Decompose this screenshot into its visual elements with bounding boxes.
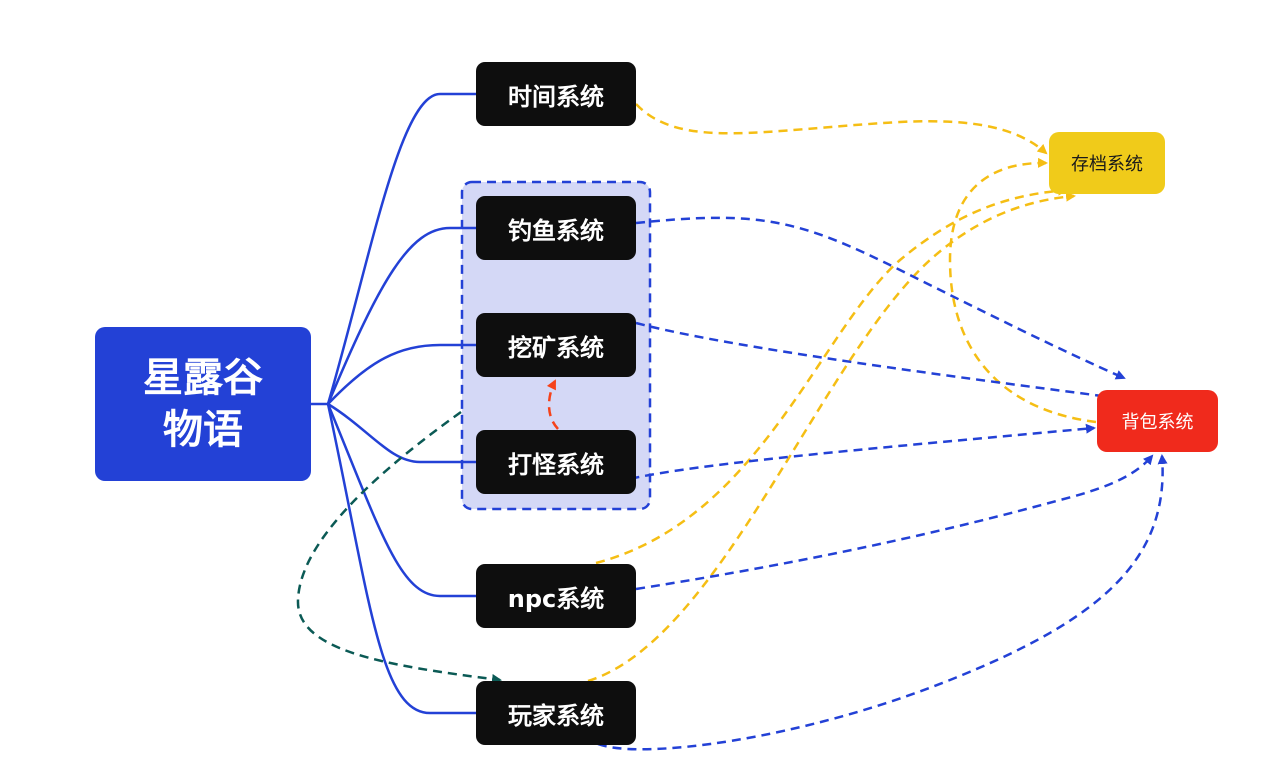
edge-combat-to-mining <box>546 379 559 430</box>
tree-link-mining <box>327 343 476 405</box>
edge-combat-to-inventory <box>587 423 1096 495</box>
tree-link-combat <box>327 402 476 464</box>
node-mining-system[interactable]: 挖矿系统 <box>476 313 636 377</box>
edge-time-to-save <box>635 103 1048 155</box>
edge-npc-to-inventory <box>635 454 1154 591</box>
edge-group-to-player <box>296 410 502 684</box>
node-combat-system[interactable]: 打怪系统 <box>476 430 636 494</box>
edge-fishing-to-inventory <box>635 216 1126 380</box>
edge-inventory-to-save <box>948 157 1097 424</box>
root-node[interactable]: 星露谷 物语 <box>95 327 311 481</box>
tree-link-npc <box>326 403 476 598</box>
node-player-system[interactable]: 玩家系统 <box>476 681 636 745</box>
node-label: 玩家系统 <box>508 701 604 730</box>
edge-player-to-inventory <box>597 454 1168 751</box>
node-label: 钓鱼系统 <box>508 216 604 245</box>
edge-npc-to-save <box>595 185 1068 565</box>
node-label: 时间系统 <box>508 82 604 111</box>
root-title-line2: 物语 <box>163 407 243 453</box>
node-label: npc系统 <box>507 584 605 613</box>
node-label: 打怪系统 <box>508 450 604 479</box>
node-label: 挖矿系统 <box>508 333 604 362</box>
edge-player-to-save <box>587 191 1076 683</box>
node-fishing-system[interactable]: 钓鱼系统 <box>476 196 636 260</box>
node-inventory-system[interactable]: 背包系统 <box>1097 390 1218 452</box>
node-save-system[interactable]: 存档系统 <box>1049 132 1165 194</box>
node-label: 背包系统 <box>1121 412 1194 433</box>
tree-link-player <box>326 403 476 715</box>
tree-link-time <box>326 92 476 405</box>
edge-mining-to-inventory <box>635 321 1112 401</box>
node-label: 存档系统 <box>1071 154 1143 175</box>
node-npc-system[interactable]: npc系统 <box>476 564 636 628</box>
node-time-system[interactable]: 时间系统 <box>476 62 636 126</box>
tree-link-fishing <box>326 226 476 405</box>
root-title-line1: 星露谷 <box>143 355 263 401</box>
